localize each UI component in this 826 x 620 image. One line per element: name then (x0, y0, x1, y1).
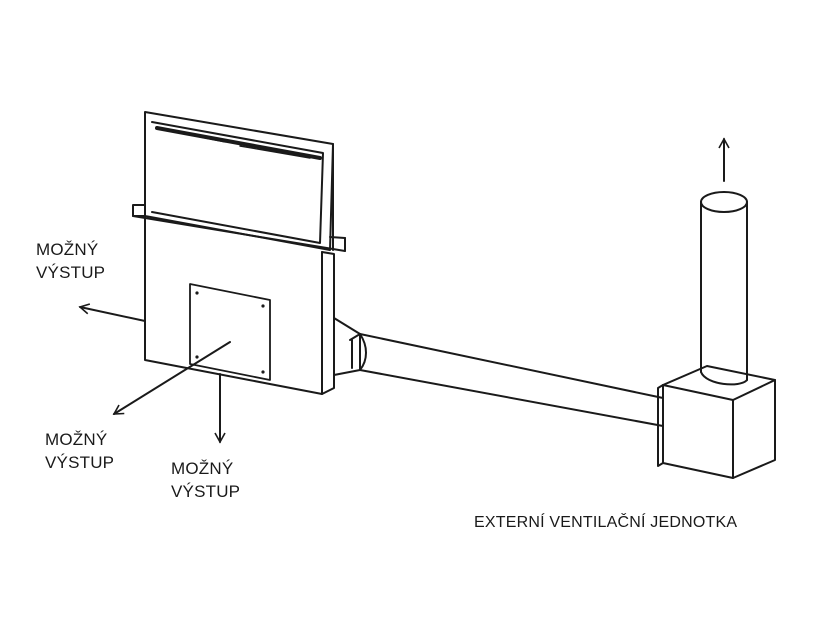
label-outlet-bottom-line1: MOŽNÝ (171, 459, 234, 478)
label-outlet-bottom-line2: VÝSTUP (171, 482, 241, 501)
exhaust-chimney (700, 191, 748, 386)
label-outlet-bottom-left: MOŽNÝ VÝSTUP (45, 428, 114, 474)
label-outlet-bottom: MOŽNÝ VÝSTUP (171, 457, 240, 503)
service-panel (189, 283, 271, 381)
label-outlet-bottom-left-line2: VÝSTUP (45, 453, 115, 472)
label-external-unit: EXTERNÍ VENTILAČNÍ JEDNOTKA (474, 514, 738, 531)
hood-base-box (144, 215, 335, 395)
duct-transition (333, 317, 361, 376)
label-outlet-bottom-left-line1: MOŽNÝ (45, 430, 108, 449)
label-outlet-left: MOŽNÝ VÝSTUP (36, 238, 105, 284)
label-outlet-left-line2: VÝSTUP (36, 263, 106, 282)
external-unit-box (657, 365, 776, 479)
arrow-down-left (112, 341, 231, 415)
connecting-duct (359, 333, 664, 427)
label-outlet-left-line1: MOŽNÝ (36, 240, 99, 259)
hood-panel (144, 111, 334, 251)
arrow-left (78, 303, 146, 322)
